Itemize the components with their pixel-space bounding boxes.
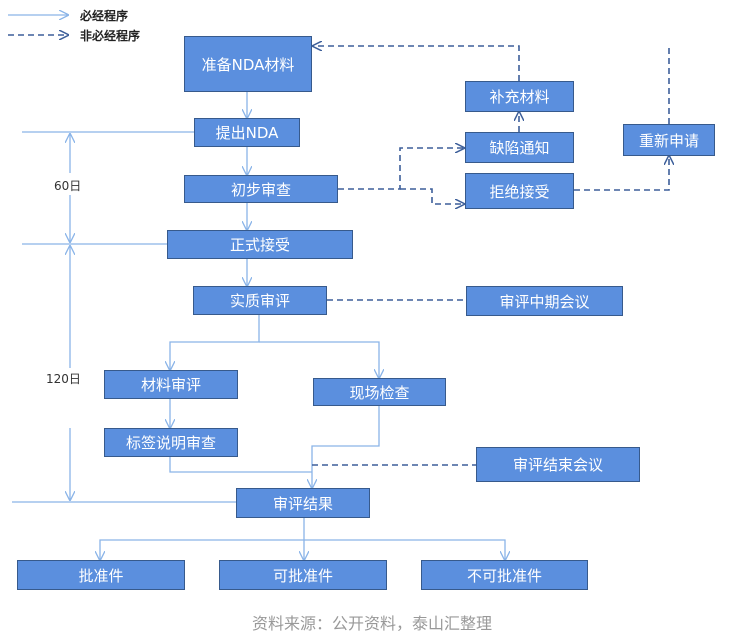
outcome-split-line (100, 518, 305, 560)
box-site-inspection: 现场检查 (313, 378, 446, 406)
box-not-approvable: 不可批准件 (421, 560, 588, 590)
split-line-right (259, 341, 379, 378)
source-note: 资料来源：公开资料，泰山汇整理 (251, 614, 492, 633)
box-end-meeting: 审评结束会议 (476, 447, 640, 482)
legend-optional-label: 非必经程序 (80, 29, 141, 43)
split-line (170, 315, 260, 370)
dashed-initial-refuse (400, 188, 464, 204)
box-substantive-review: 实质审评 (193, 286, 327, 315)
box-prepare-nda: 准备NDA材料 (184, 36, 312, 92)
dashed-initial-deficiency (338, 148, 464, 190)
box-submit-nda: 提出NDA (194, 118, 300, 147)
box-deficiency-notice: 缺陷通知 (465, 132, 574, 163)
box-midcycle-meeting: 审评中期会议 (466, 286, 623, 316)
legend-required-label: 必经程序 (80, 9, 129, 23)
dashed-supplement-prepare (313, 46, 520, 81)
outcome-line-right (304, 539, 505, 560)
merge-site-line (312, 406, 380, 488)
box-approvable: 可批准件 (219, 560, 387, 590)
box-reapply: 重新申请 (623, 124, 715, 156)
box-label-review: 标签说明审查 (104, 428, 238, 457)
box-initial-review: 初步审查 (184, 175, 338, 203)
box-material-review: 材料审评 (104, 370, 238, 399)
dashed-refuse-reapply (574, 156, 669, 191)
box-formal-accept: 正式接受 (167, 230, 353, 259)
box-review-result: 审评结果 (236, 488, 370, 518)
duration-60-days: 60日 (54, 179, 82, 193)
box-supplement: 补充材料 (465, 81, 574, 112)
box-approve: 批准件 (17, 560, 185, 590)
merge-label-line (169, 457, 312, 473)
box-refuse-accept: 拒绝接受 (465, 173, 574, 209)
duration-120-days: 120日 (46, 372, 81, 386)
